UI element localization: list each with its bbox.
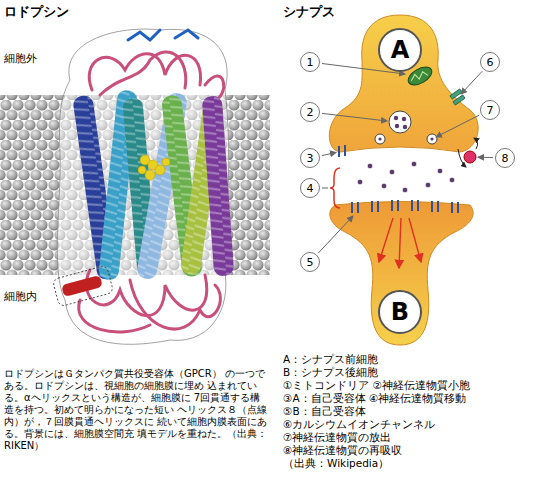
region-label: 細胞外 <box>4 52 37 65</box>
key-line: ⑧神経伝達物質の再吸収 <box>283 444 402 457</box>
callout-number: 8 <box>495 148 515 168</box>
key-line: ③A：自己受容体 ④神経伝達物質移動 <box>283 392 466 405</box>
callout-text: 4 <box>307 183 314 194</box>
key-line: （出典：Wikipedia） <box>283 457 389 470</box>
callout-text: 1 <box>307 57 314 68</box>
key-line: A：シナプス前細胞 <box>283 353 378 366</box>
callout-number: 6 <box>480 52 500 72</box>
cell-circle: A <box>378 28 422 72</box>
panel-title: シナプス <box>283 4 335 20</box>
key-line: ①ミトコンドリア ②神経伝達物質小胞 <box>283 379 470 392</box>
callout-text: 6 <box>487 57 494 68</box>
callout-text: 7 <box>487 105 494 116</box>
cell-letter: B <box>391 300 409 324</box>
callout-text: 8 <box>502 153 509 164</box>
key-line: B：シナプス後細胞 <box>283 366 378 379</box>
callout-text: 3 <box>307 153 314 164</box>
region-label: 細胞内 <box>4 290 37 303</box>
cell-circle: B <box>378 290 422 334</box>
key-line: ⑥カルシウムイオンチャンネル <box>283 418 435 431</box>
key-line: ⑦神経伝達物質の放出 <box>283 431 391 444</box>
key-line: ⑤B：自己受容体 <box>283 405 366 418</box>
callout-text: 5 <box>307 257 314 268</box>
cell-letter: A <box>391 38 410 62</box>
callout-number: 4 <box>300 178 320 198</box>
panel-title: ロドプシン <box>4 4 69 20</box>
callout-number: 3 <box>300 148 320 168</box>
callout-number: 5 <box>300 252 320 272</box>
callout-number: 1 <box>300 52 320 72</box>
callout-text: 2 <box>307 107 314 118</box>
callout-number: 7 <box>480 100 500 120</box>
caption: ロドプシンはＧタンパク質共役受容体（GPCR） の一つである。ロドプシンは、視細… <box>4 368 268 452</box>
callout-number: 2 <box>300 102 320 122</box>
